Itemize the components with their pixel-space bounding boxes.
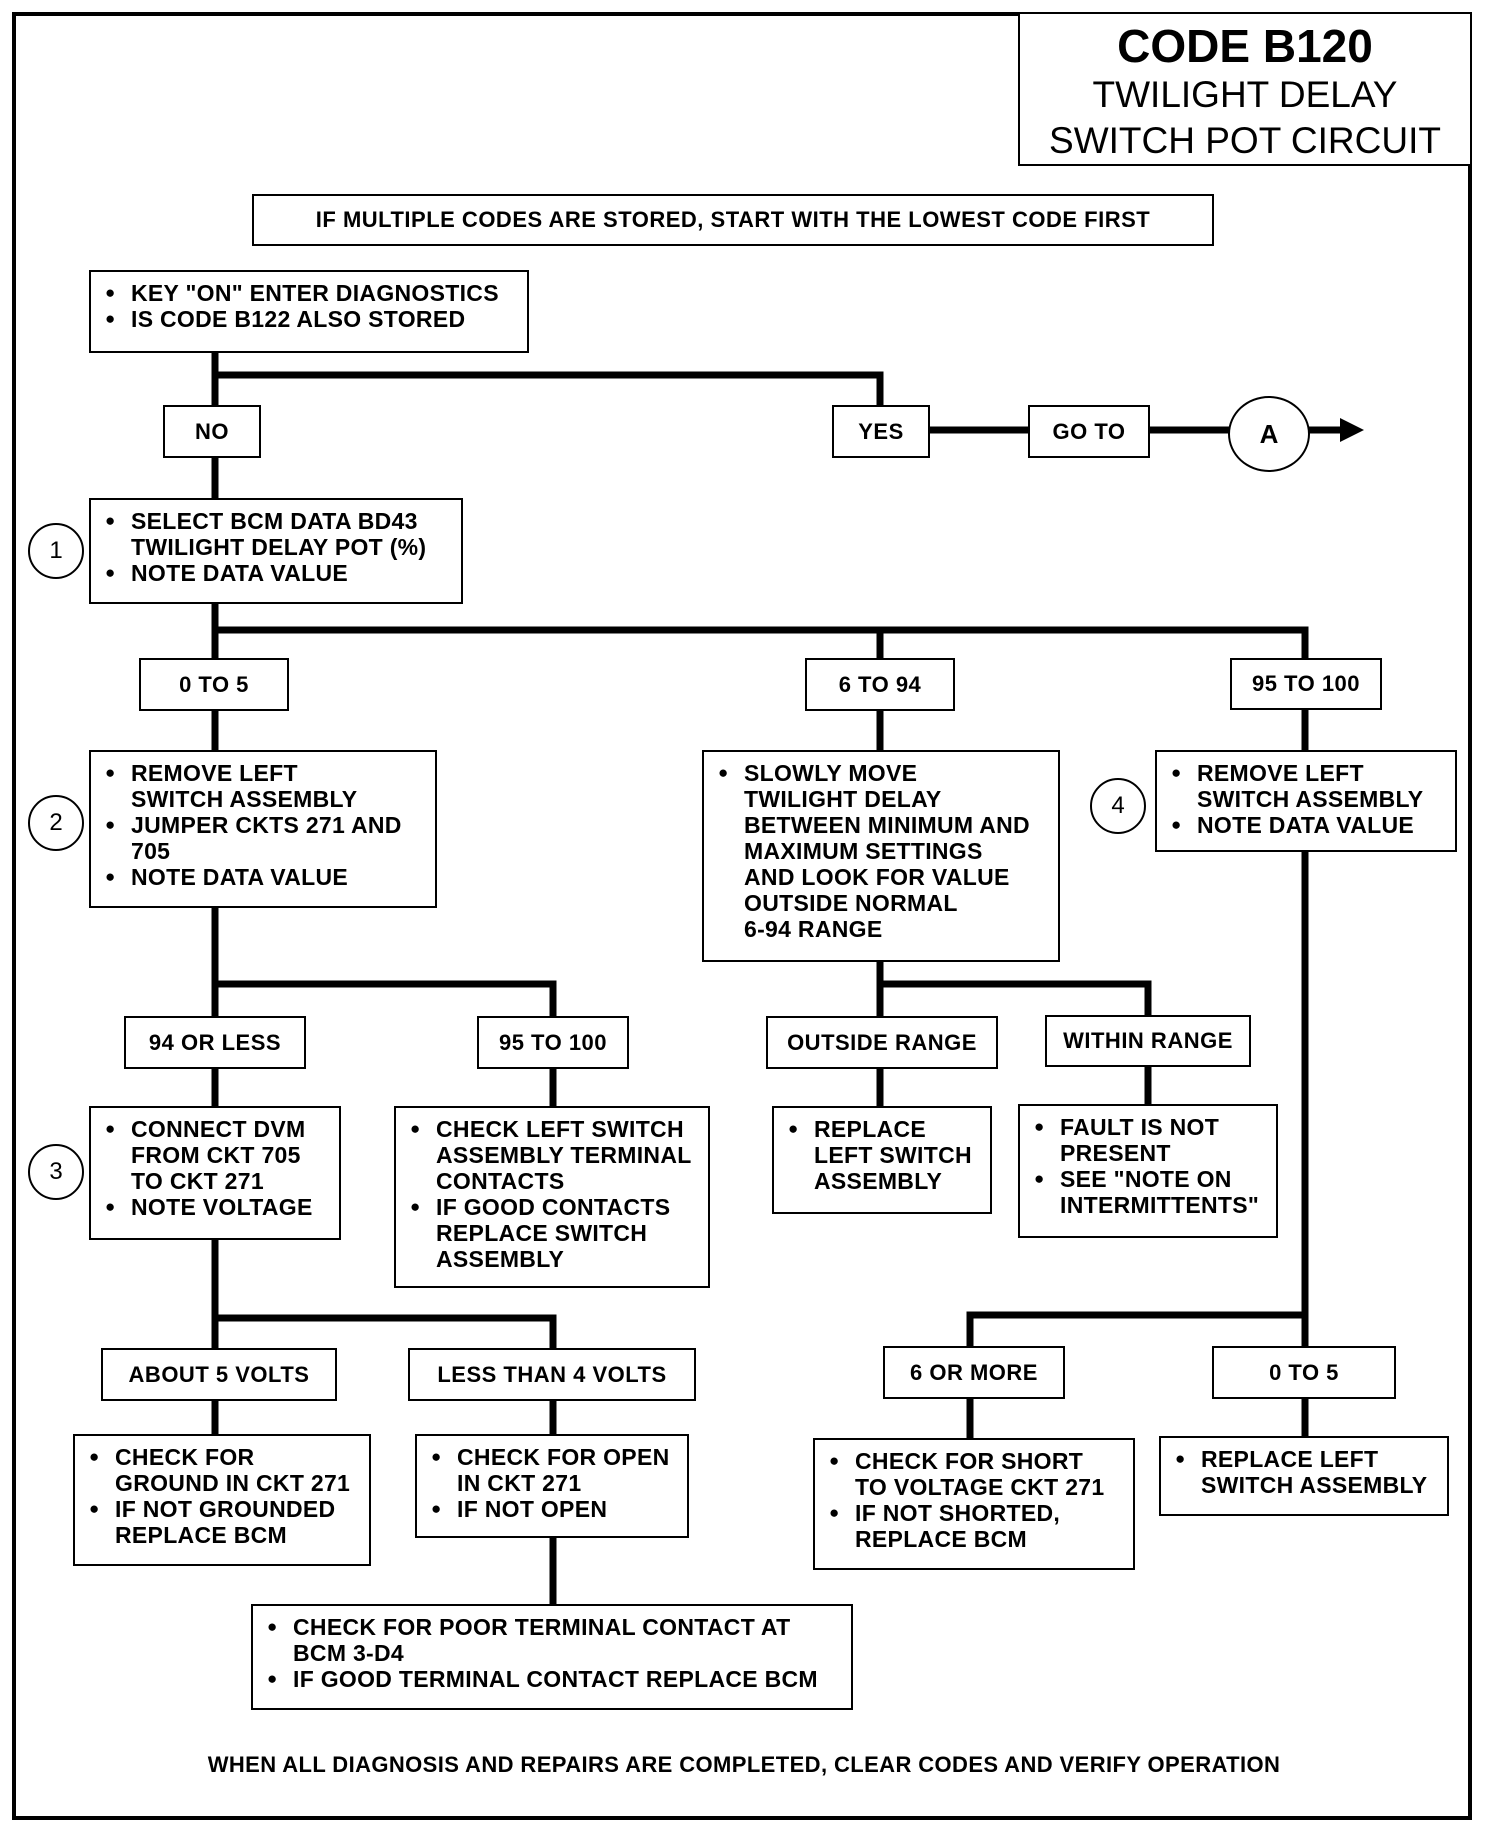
step0-box: KEY "ON" ENTER DIAGNOSTICSIS CODE B122 A… [89, 270, 529, 353]
poor-contact-box: CHECK FOR POOR TERMINAL CONTACT AT BCM 3… [251, 1604, 853, 1710]
bullet-item: IF NOT SHORTED, REPLACE BCM [827, 1500, 1123, 1552]
title-box: CODE B120 TWILIGHT DELAY SWITCH POT CIRC… [1018, 12, 1472, 166]
bullet-item: KEY "ON" ENTER DIAGNOSTICS [103, 280, 517, 306]
bullet-list: CHECK FOR POOR TERMINAL CONTACT AT BCM 3… [265, 1614, 841, 1692]
bullet-item: CHECK FOR OPEN IN CKT 271 [429, 1444, 677, 1496]
no-label: NO [163, 405, 261, 458]
title-line-1: TWILIGHT DELAY [1092, 74, 1398, 115]
slowly-move-box: SLOWLY MOVE TWILIGHT DELAY BETWEEN MINIM… [702, 750, 1060, 962]
bullet-item: CHECK FOR POOR TERMINAL CONTACT AT BCM 3… [265, 1614, 841, 1666]
bullet-item: IF GOOD TERMINAL CONTACT REPLACE BCM [265, 1666, 841, 1692]
zero-to-five-b-label: 0 TO 5 [1212, 1346, 1396, 1399]
bullet-item: REMOVE LEFT SWITCH ASSEMBLY [1169, 760, 1445, 812]
bullet-item: FAULT IS NOT PRESENT [1032, 1114, 1266, 1166]
step-2-marker: 2 [28, 795, 84, 851]
check-ground-box: CHECK FOR GROUND IN CKT 271IF NOT GROUND… [73, 1434, 371, 1566]
bullet-list: KEY "ON" ENTER DIAGNOSTICSIS CODE B122 A… [103, 280, 517, 332]
about-5-volts-label: ABOUT 5 VOLTS [101, 1348, 337, 1401]
bullet-item: NOTE VOLTAGE [103, 1194, 329, 1220]
bullet-item: CHECK LEFT SWITCH ASSEMBLY TERMINAL CONT… [408, 1116, 698, 1194]
title-line-2: SWITCH POT CIRCUIT [1049, 120, 1441, 161]
check-left-switch-box: CHECK LEFT SWITCH ASSEMBLY TERMINAL CONT… [394, 1106, 710, 1288]
check-open-box: CHECK FOR OPEN IN CKT 271IF NOT OPEN [415, 1434, 689, 1538]
bullet-item: NOTE DATA VALUE [103, 864, 425, 890]
range-0-5-label: 0 TO 5 [139, 658, 289, 711]
check-short-box: CHECK FOR SHORT TO VOLTAGE CKT 271IF NOT… [813, 1438, 1135, 1570]
bullet-item: SELECT BCM DATA BD43 TWILIGHT DELAY POT … [103, 508, 451, 560]
bullet-list: CHECK FOR SHORT TO VOLTAGE CKT 271IF NOT… [827, 1448, 1123, 1552]
less-than-4-volts-label: LESS THAN 4 VOLTS [408, 1348, 696, 1401]
step4-box: REMOVE LEFT SWITCH ASSEMBLYNOTE DATA VAL… [1155, 750, 1457, 852]
six-or-more-label: 6 OR MORE [883, 1346, 1065, 1399]
bullet-item: JUMPER CKTS 271 AND 705 [103, 812, 425, 864]
bullet-list: CONNECT DVM FROM CKT 705 TO CKT 271NOTE … [103, 1116, 329, 1220]
bullet-item: REPLACE LEFT SWITCH ASSEMBLY [786, 1116, 980, 1194]
bullet-list: CHECK LEFT SWITCH ASSEMBLY TERMINAL CONT… [408, 1116, 698, 1272]
replace-left-switch-2-box: REPLACE LEFT SWITCH ASSEMBLY [1159, 1436, 1449, 1516]
step1-box: SELECT BCM DATA BD43 TWILIGHT DELAY POT … [89, 498, 463, 604]
bullet-list: REMOVE LEFT SWITCH ASSEMBLYNOTE DATA VAL… [1169, 760, 1445, 838]
bullet-item: CHECK FOR GROUND IN CKT 271 [87, 1444, 359, 1496]
bullet-item: CHECK FOR SHORT TO VOLTAGE CKT 271 [827, 1448, 1123, 1500]
bullet-list: SELECT BCM DATA BD43 TWILIGHT DELAY POT … [103, 508, 451, 586]
within-range-label: WITHIN RANGE [1045, 1015, 1251, 1067]
bullet-item: IS CODE B122 ALSO STORED [103, 306, 517, 332]
bullet-list: CHECK FOR GROUND IN CKT 271IF NOT GROUND… [87, 1444, 359, 1548]
bullet-list: FAULT IS NOT PRESENTSEE "NOTE ON INTERMI… [1032, 1114, 1266, 1218]
replace-left-switch-box: REPLACE LEFT SWITCH ASSEMBLY [772, 1106, 992, 1214]
bullet-item: IF NOT GROUNDED REPLACE BCM [87, 1496, 359, 1548]
goto-label: GO TO [1028, 405, 1150, 458]
connector-a: A [1228, 396, 1310, 472]
bullet-list: REPLACE LEFT SWITCH ASSEMBLY [1173, 1446, 1437, 1498]
bullet-item: SEE "NOTE ON INTERMITTENTS" [1032, 1166, 1266, 1218]
fault-not-present-box: FAULT IS NOT PRESENTSEE "NOTE ON INTERMI… [1018, 1104, 1278, 1238]
bullet-item: NOTE DATA VALUE [103, 560, 451, 586]
bullet-list: SLOWLY MOVE TWILIGHT DELAY BETWEEN MINIM… [716, 760, 1048, 942]
banner-box: IF MULTIPLE CODES ARE STORED, START WITH… [252, 194, 1214, 246]
bullet-list: REMOVE LEFT SWITCH ASSEMBLYJUMPER CKTS 2… [103, 760, 425, 890]
r95-100b-label: 95 TO 100 [477, 1016, 629, 1069]
bullet-item: NOTE DATA VALUE [1169, 812, 1445, 838]
range-95-100-label: 95 TO 100 [1230, 658, 1382, 710]
bullet-item: REPLACE LEFT SWITCH ASSEMBLY [1173, 1446, 1437, 1498]
step2-box: REMOVE LEFT SWITCH ASSEMBLYJUMPER CKTS 2… [89, 750, 437, 908]
step-1-marker: 1 [28, 523, 84, 579]
footer-note: WHEN ALL DIAGNOSIS AND REPAIRS ARE COMPL… [207, 1752, 1281, 1777]
bullet-item: IF NOT OPEN [429, 1496, 677, 1522]
bullet-list: REPLACE LEFT SWITCH ASSEMBLY [786, 1116, 980, 1194]
range-6-94-label: 6 TO 94 [805, 658, 955, 711]
bullet-list: CHECK FOR OPEN IN CKT 271IF NOT OPEN [429, 1444, 677, 1522]
outside-range-label: OUTSIDE RANGE [766, 1016, 998, 1069]
bullet-item: SLOWLY MOVE TWILIGHT DELAY BETWEEN MINIM… [716, 760, 1048, 942]
bullet-item: REMOVE LEFT SWITCH ASSEMBLY [103, 760, 425, 812]
bullet-item: CONNECT DVM FROM CKT 705 TO CKT 271 [103, 1116, 329, 1194]
code-title: CODE B120 [1117, 20, 1373, 72]
step3-box: CONNECT DVM FROM CKT 705 TO CKT 271NOTE … [89, 1106, 341, 1240]
le94-label: 94 OR LESS [124, 1016, 306, 1069]
yes-label: YES [832, 405, 930, 458]
bullet-item: IF GOOD CONTACTS REPLACE SWITCH ASSEMBLY [408, 1194, 698, 1272]
page-frame [12, 12, 1472, 1820]
step-4-marker: 4 [1090, 778, 1146, 834]
step-3-marker: 3 [28, 1144, 84, 1200]
